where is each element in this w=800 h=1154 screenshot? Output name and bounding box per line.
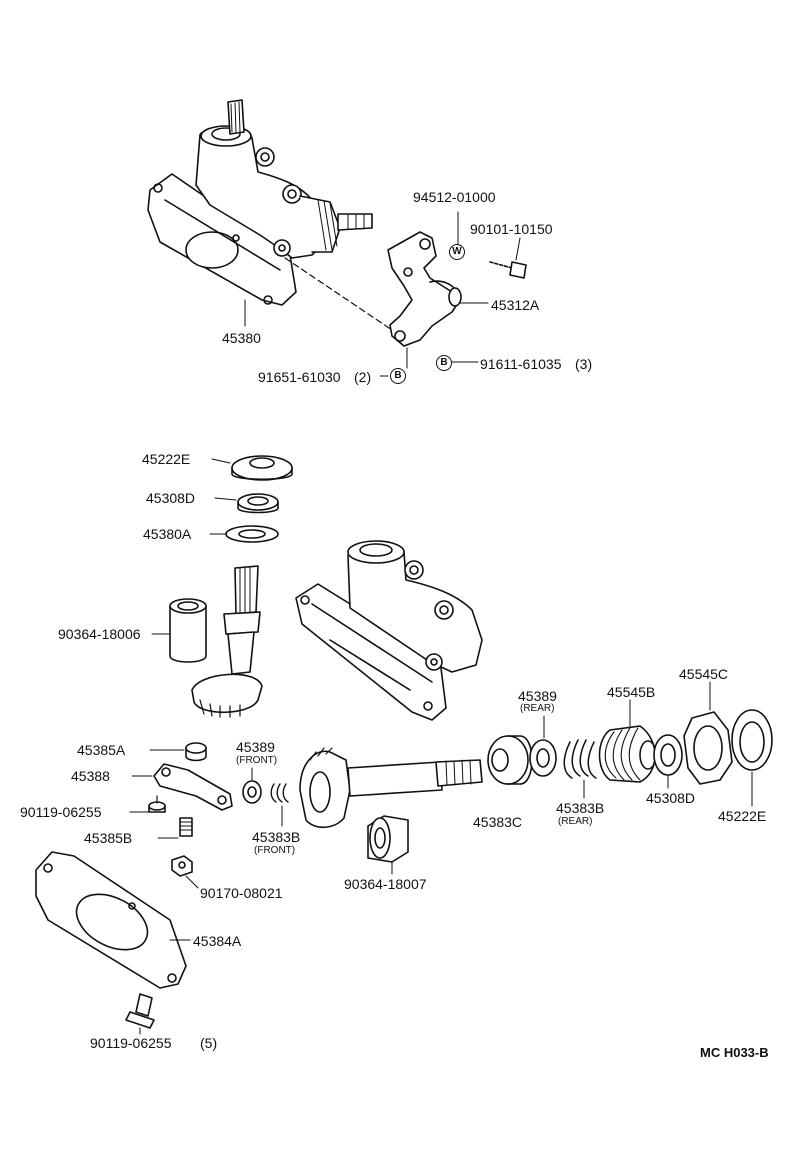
diagram-reference-code: MC H033-B: [700, 1045, 769, 1060]
part-label-45388: 45388: [71, 768, 110, 784]
cover-plate-45384A: [35, 851, 191, 989]
part-label-45308D-right: 45308D: [646, 790, 696, 806]
bearing-45308D-right: [653, 734, 683, 789]
part-label-90101-10150: 90101-10150: [470, 221, 553, 237]
adjuster-45545B: [598, 699, 657, 783]
part-label-45222E-right: 45222E: [718, 808, 767, 824]
plate-45388: [131, 763, 233, 811]
bracket-45312A: [387, 231, 462, 347]
part-label-45385A: 45385A: [77, 742, 126, 758]
part-label-94512-01000: 94512-01000: [413, 189, 496, 205]
part-label-45545B: 45545B: [607, 684, 656, 700]
pinion-shaft: [299, 747, 483, 829]
part-label-90364-18006: 90364-18006: [58, 626, 141, 642]
part-label-45383B-rear: 45383B: [556, 800, 605, 816]
part-label-90119-06255-b: 90119-06255: [90, 1035, 172, 1051]
part-label-45389-rear: 45389: [518, 688, 557, 704]
part-qty-91651-61030: (2): [354, 369, 372, 385]
bearing-45308D-top: [237, 493, 279, 514]
part-label-91651-61030: 91651-61030: [258, 369, 341, 385]
callout-mark-b-left: B: [390, 368, 406, 384]
part-label-90119-06255-a: 90119-06255: [20, 804, 102, 820]
sector-shaft: [191, 565, 263, 718]
leader-lines-upper: [244, 211, 521, 377]
oil-seal-45222E-right: [731, 709, 773, 807]
alignment-line: [284, 257, 396, 333]
part-label-90170-08021: 90170-08021: [200, 885, 283, 901]
part-label-45545C: 45545C: [679, 666, 729, 682]
part-label-91611-61035: 91611-61035: [480, 356, 562, 372]
part-label-90364-18007: 90364-18007: [344, 876, 427, 892]
locknut-45545C: [683, 681, 733, 785]
part-label-45384A: 45384A: [193, 933, 242, 949]
washer-45389-front: [242, 767, 262, 804]
part-label-45380A: 45380A: [143, 526, 192, 542]
callout-mark-b-right: B: [436, 355, 452, 371]
nut-90170-08021: [171, 855, 199, 889]
bolt-90101-10150: [489, 261, 527, 279]
bearing-45383C: [487, 735, 533, 785]
gear-housing-open: [295, 540, 483, 721]
part-label-45385B: 45385B: [84, 830, 133, 846]
part-label-45383C: 45383C: [473, 814, 523, 830]
part-label-45383B-front: 45383B: [252, 829, 301, 845]
sleeve-90364-18007: [367, 815, 409, 875]
sleeve-90364-18006: [151, 598, 207, 663]
part-label-45389-front: 45389: [236, 739, 275, 755]
part-note-45389-front: (FRONT): [236, 755, 278, 766]
leader-lines-seals: [209, 458, 237, 535]
bolt-90119-06255-b: [125, 993, 155, 1035]
bolt-90119-06255-a: [129, 795, 166, 813]
part-label-45312A: 45312A: [491, 297, 540, 313]
part-label-45308D-top: 45308D: [146, 490, 196, 506]
part-note-45383B-front: (FRONT): [254, 845, 296, 856]
screw-45385B: [157, 817, 193, 839]
spring-45383B-front: [270, 783, 289, 827]
part-label-45222E-top: 45222E: [142, 451, 191, 467]
part-note-45389-rear: (REAR): [520, 703, 555, 714]
gear-housing-assembled: [147, 99, 373, 306]
oil-seal-45222E-top: [231, 455, 293, 481]
spring-45383B-rear: [563, 739, 597, 799]
washer-45389-rear: [529, 715, 557, 777]
part-qty-90119-06255-b: (5): [200, 1035, 218, 1051]
callout-mark-w: W: [449, 244, 465, 260]
cap-45385A: [149, 742, 207, 762]
washer-45380A: [225, 525, 279, 543]
part-qty-91611-61035: (3): [575, 356, 593, 372]
part-note-45383B-rear: (REAR): [558, 816, 593, 827]
part-label-45380: 45380: [222, 330, 261, 346]
